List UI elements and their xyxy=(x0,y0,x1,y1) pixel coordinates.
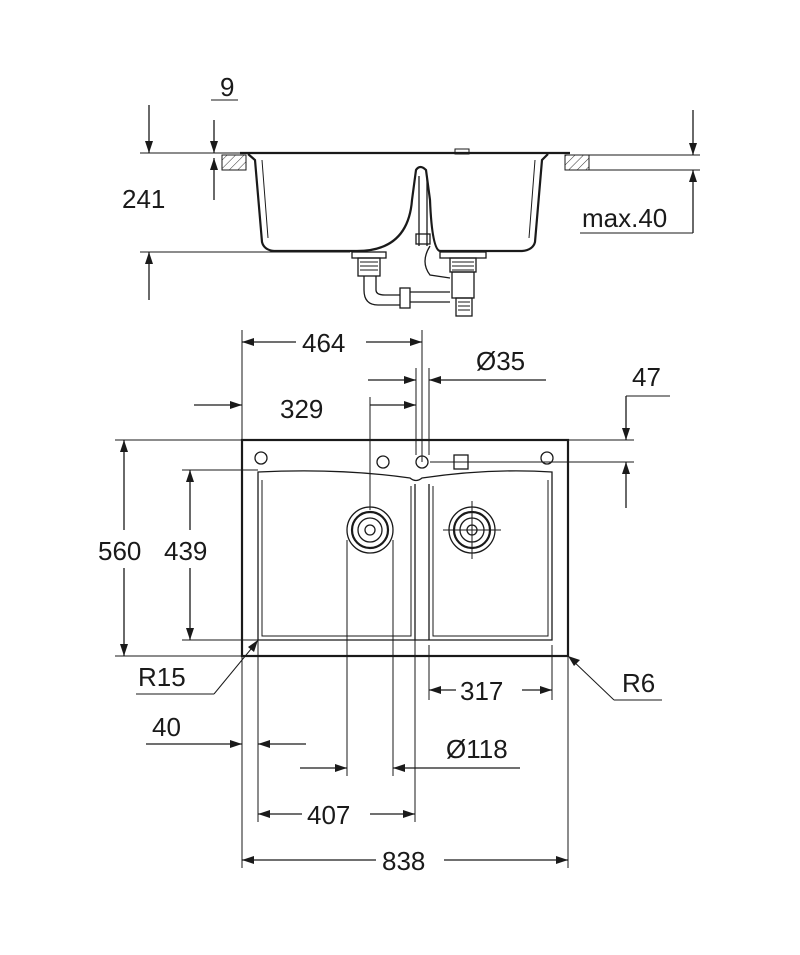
tap-hole-top xyxy=(454,148,470,155)
bowl-depth-label: 439 xyxy=(164,536,207,566)
dim464-arrow-left xyxy=(242,338,254,346)
right-outlet-thread xyxy=(458,301,470,311)
right-bowl-inner xyxy=(432,480,549,637)
left-waste-flange xyxy=(351,251,387,259)
dim407-arrow-right xyxy=(403,810,415,818)
depth-label: 560 xyxy=(98,536,141,566)
overflow-pipe xyxy=(418,176,428,246)
waste-dia-label: Ø118 xyxy=(446,734,508,764)
dim317-arrow-right xyxy=(540,686,552,694)
r15-leader-diag xyxy=(213,642,257,695)
right-waste-centerline xyxy=(443,501,501,559)
left-waste-outer xyxy=(346,506,394,554)
dim40-arrow-left xyxy=(230,740,242,748)
side-view: 241 9 max.40 xyxy=(122,72,700,317)
deck-hole-3 xyxy=(540,451,554,465)
rim-arrow-bottom xyxy=(210,158,218,170)
dim439-arrow-top xyxy=(186,470,194,482)
dim118-arrow-left xyxy=(335,764,347,772)
deck-hole-2 xyxy=(376,455,390,469)
dim317-arrow-left xyxy=(429,686,441,694)
connector-pipe xyxy=(410,291,450,303)
edge-offset-label: 40 xyxy=(152,712,181,742)
height-arrow-top xyxy=(145,141,153,153)
worktop-left-section xyxy=(221,154,247,171)
total-width-label: 838 xyxy=(382,846,425,876)
dim47-arrow-bottom xyxy=(622,462,630,474)
sink-outline xyxy=(240,438,570,658)
dim35-arrow-right xyxy=(429,376,441,384)
tap-offset-y-label: 47 xyxy=(632,362,661,392)
left-waste-inner xyxy=(357,517,383,543)
dim464-arrow-right xyxy=(410,338,422,346)
left-waste-center xyxy=(364,524,376,536)
r6-leader-diag xyxy=(569,657,615,701)
rim-arrow-top xyxy=(210,141,218,153)
overflow-connector xyxy=(415,233,431,245)
deck-hole-1 xyxy=(254,451,268,465)
dim560-arrow-bottom xyxy=(120,644,128,656)
dim407-arrow-left xyxy=(258,810,270,818)
overflow-hose xyxy=(424,245,451,279)
dim118-arrow-right xyxy=(393,764,405,772)
left-waste-ring xyxy=(350,510,390,550)
tap-offset-x-label: 464 xyxy=(302,328,345,358)
rim-thickness-label: 9 xyxy=(220,72,234,102)
worktop-arrow-top xyxy=(689,143,697,155)
r15-arrow xyxy=(248,640,258,652)
worktop-max-label: max.40 xyxy=(582,203,667,233)
dim838-arrow-right xyxy=(556,856,568,864)
left-bowl-width-label: 407 xyxy=(307,800,350,830)
dim560-arrow-top xyxy=(120,440,128,452)
dim329-arrow-right xyxy=(404,401,416,409)
dim47-arrow-top xyxy=(622,428,630,440)
dim35-arrow-left xyxy=(404,376,416,384)
tap-hole-dia-label: Ø35 xyxy=(476,346,525,376)
bowl-area-outline xyxy=(257,470,553,641)
outer-radius-label: R6 xyxy=(622,668,655,698)
worktop-arrow-bottom xyxy=(689,170,697,182)
dim439-arrow-bottom xyxy=(186,628,194,640)
bowl-center-label: 329 xyxy=(280,394,323,424)
top-view: 464 Ø35 329 47 560 xyxy=(98,328,670,876)
right-waste-flange xyxy=(439,251,487,259)
left-bowl-inner xyxy=(261,480,412,637)
dim838-arrow-left xyxy=(242,856,254,864)
bowl-divider-profile xyxy=(354,165,441,253)
right-trap-body xyxy=(451,271,475,299)
r6-arrow xyxy=(568,656,580,666)
right-bowl-width-label: 317 xyxy=(460,676,503,706)
sink-inner-wall xyxy=(261,159,536,239)
left-waste-body xyxy=(357,257,381,277)
right-waste-thread xyxy=(452,261,474,271)
left-waste-thread xyxy=(360,261,378,271)
dim40-arrow-right xyxy=(258,740,270,748)
height-label: 241 xyxy=(122,184,165,214)
height-arrow-bottom xyxy=(145,252,153,264)
trap-nut xyxy=(399,287,411,309)
dim329-arrow-left xyxy=(230,401,242,409)
bowl-radius-label: R15 xyxy=(138,662,186,692)
sink-body-profile xyxy=(247,153,549,253)
trap-pipe xyxy=(363,276,400,306)
right-outlet xyxy=(455,297,473,317)
worktop-right-section xyxy=(564,154,590,171)
